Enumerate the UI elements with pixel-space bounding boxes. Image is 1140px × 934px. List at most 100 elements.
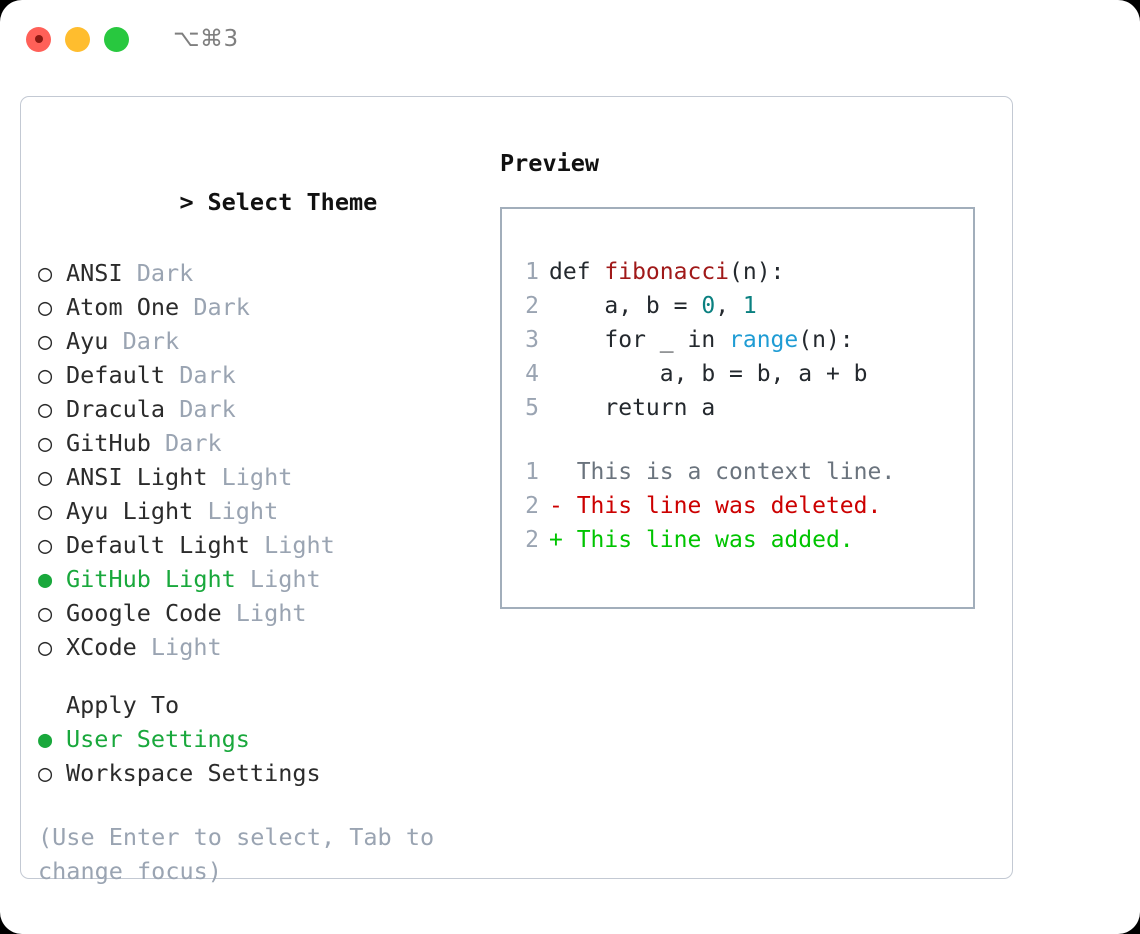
code-token-num: 0	[701, 293, 716, 319]
apply-to-option-user-settings[interactable]: ● User Settings	[38, 722, 488, 756]
code-token-call: range	[729, 327, 799, 353]
theme-option-ayu-light[interactable]: ○ Ayu Light Light	[38, 494, 488, 528]
theme-option-ayu[interactable]: ○ Ayu Dark	[38, 324, 488, 358]
theme-option-github[interactable]: ○ GitHub Dark	[38, 426, 488, 460]
theme-option-ansi-light[interactable]: ○ ANSI Light Light	[38, 460, 488, 494]
select-theme-heading: > Select Theme	[38, 148, 488, 256]
radio-unselected-icon: ○	[38, 497, 53, 525]
theme-variant-tag: Light	[136, 633, 222, 661]
radio-unselected-icon: ○	[38, 633, 53, 661]
radio-unselected-icon: ○	[38, 259, 53, 287]
code-token-plain: def	[549, 259, 605, 285]
theme-option-default[interactable]: ○ Default Dark	[38, 358, 488, 392]
theme-option-dracula[interactable]: ○Dracula Dark	[38, 392, 488, 426]
code-token-plain: (n):	[798, 327, 854, 353]
theme-name: GitHub Light	[66, 565, 236, 593]
code-token-fn: fibonacci	[604, 259, 730, 285]
theme-variant-tag: Dark	[108, 327, 180, 355]
cursor-marker: >	[179, 188, 194, 216]
code-line: 3 for _ in range(n):	[502, 323, 973, 357]
apply-to-label: Workspace Settings	[66, 759, 321, 787]
diff-sign: -	[549, 493, 563, 519]
theme-variant-tag: Dark	[122, 259, 194, 287]
apply-to-label: User Settings	[66, 725, 250, 753]
theme-name: ANSI Light	[66, 463, 208, 491]
theme-name: Dracula	[66, 395, 166, 423]
theme-option-xcode[interactable]: ○ XCode Light	[38, 630, 488, 664]
diff-text: This line was added.	[562, 527, 854, 553]
theme-list: ○ ANSI Dark ○ Atom One Dark ○ Ayu Dark ○ Defaul…	[38, 256, 488, 664]
theme-variant-tag: Light	[235, 565, 321, 593]
radio-unselected-icon: ○	[38, 599, 53, 627]
radio-selected-icon: ●	[38, 565, 53, 593]
traffic-lights	[26, 26, 129, 52]
dialog-frame: > Select Theme ○ ANSI Dark ○ Atom One Dark ○ A…	[20, 96, 1013, 885]
code-line: 4 a, b = b, a + b	[502, 357, 973, 391]
theme-variant-tag: Light	[193, 497, 279, 525]
code-line: 5 return a	[502, 391, 973, 425]
theme-name: GitHub	[66, 429, 151, 457]
radio-unselected-icon: ○	[38, 293, 53, 321]
title-bar: ⌥⌘3	[0, 0, 1140, 78]
maximize-button[interactable]	[104, 26, 129, 52]
theme-variant-tag: Dark	[165, 361, 236, 389]
radio-unselected-icon: ○	[38, 327, 53, 355]
radio-unselected-icon: ○	[38, 361, 53, 389]
theme-name: Ayu	[66, 327, 109, 355]
theme-option-default-light[interactable]: ○ Default Light Light	[38, 528, 488, 562]
line-number: 5	[525, 395, 539, 421]
close-button[interactable]	[26, 26, 51, 52]
diff-line: 2- This line was deleted.	[502, 489, 973, 523]
radio-unselected-icon: ○	[38, 463, 53, 491]
theme-name: Atom One	[66, 293, 180, 321]
code-line: 2 a, b = 0, 1	[502, 289, 973, 323]
apply-to-option-workspace-settings[interactable]: ○ Workspace Settings	[38, 756, 488, 790]
line-number: 2	[525, 293, 539, 319]
theme-option-google-code[interactable]: ○ Google Code Light	[38, 596, 488, 630]
theme-name: ANSI	[66, 259, 123, 287]
code-token-plain: (n):	[729, 259, 785, 285]
code-token-plain: return a	[549, 395, 716, 421]
theme-name: XCode	[66, 633, 137, 661]
radio-selected-icon: ●	[38, 725, 53, 753]
code-token-num: 1	[742, 293, 757, 319]
diff-text: This is a context line.	[562, 459, 896, 485]
code-token-plain: a, b = b, a + b	[549, 361, 868, 387]
radio-unselected-icon: ○	[38, 759, 53, 787]
theme-variant-tag: Dark	[150, 429, 222, 457]
theme-name: Google Code	[66, 599, 222, 627]
theme-option-ansi[interactable]: ○ ANSI Dark	[38, 256, 488, 290]
line-number: 3	[525, 327, 539, 353]
code-token-plain: ,	[715, 293, 743, 319]
theme-variant-tag: Light	[249, 531, 335, 559]
select-theme-label: Select Theme	[207, 188, 378, 216]
diff-preview: 1 This is a context line.2- This line wa…	[502, 455, 973, 557]
preview-title: Preview	[500, 149, 600, 177]
apply-to-list: ● User Settings ○ Workspace Settings	[38, 722, 488, 790]
radio-unselected-icon: ○	[38, 395, 53, 423]
diff-sign: +	[549, 527, 563, 553]
theme-option-atom-one[interactable]: ○ Atom One Dark	[38, 290, 488, 324]
line-number: 1	[525, 259, 539, 285]
radio-unselected-icon: ○	[38, 531, 53, 559]
minimize-button[interactable]	[65, 26, 90, 52]
theme-name: Default	[66, 361, 166, 389]
theme-variant-tag: Dark	[179, 293, 250, 321]
theme-variant-tag: Light	[207, 463, 293, 491]
apply-to-heading: Apply To	[66, 691, 180, 719]
diff-text: This line was deleted.	[562, 493, 882, 519]
theme-variant-tag: Light	[221, 599, 307, 627]
line-number: 2	[525, 527, 539, 553]
help-text: (Use Enter to select, Tab to change focu…	[38, 823, 435, 885]
keyboard-shortcut-label: ⌥⌘3	[173, 26, 239, 52]
code-token-plain: a, b =	[549, 293, 702, 319]
line-number: 1	[525, 459, 539, 485]
diff-line: 2 + This line was added.	[502, 523, 973, 557]
diff-line: 1 This is a context line.	[502, 455, 973, 489]
theme-name: Default Light	[66, 531, 250, 559]
theme-option-github-light[interactable]: ● GitHub Light Light	[38, 562, 488, 596]
radio-unselected-icon: ○	[38, 429, 53, 457]
theme-name: Ayu Light	[66, 497, 194, 525]
